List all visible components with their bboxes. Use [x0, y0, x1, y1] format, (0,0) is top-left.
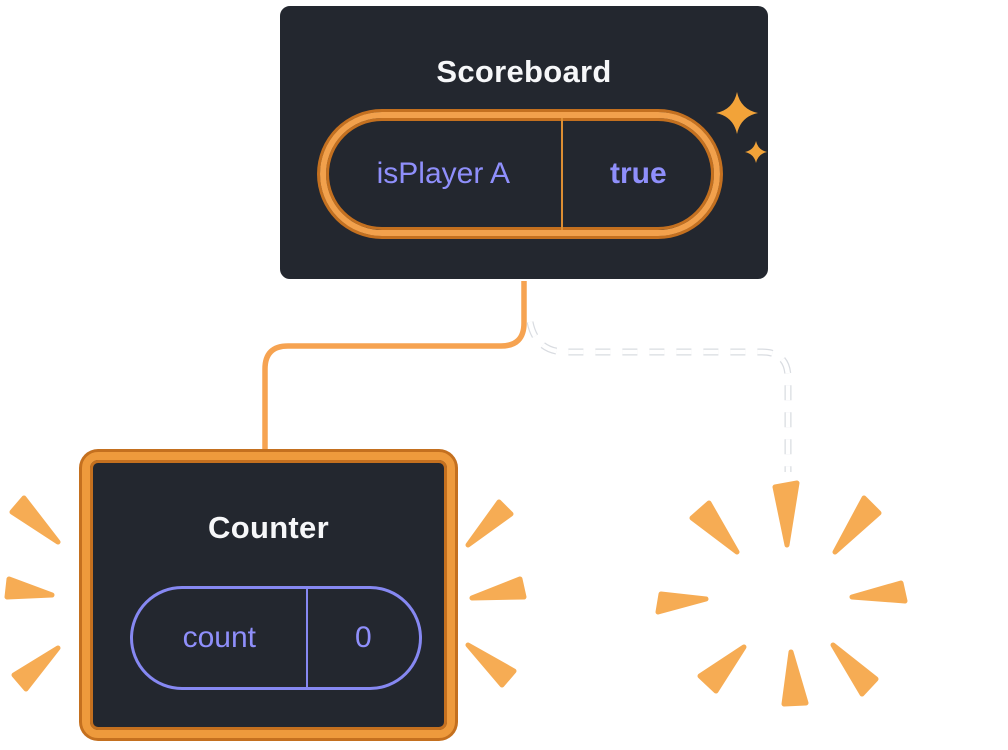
counter-state-pill: count 0 [130, 586, 422, 690]
counter-state-value: 0 [354, 621, 372, 654]
scoreboard-component: Scoreboard isPlayer A true [278, 4, 770, 281]
scoreboard-state-label: isPlayer A [376, 157, 510, 190]
poof-burst-icon [655, 480, 908, 707]
dashed-connector-line [527, 321, 791, 472]
scoreboard-state-pill: isPlayer A true [320, 112, 720, 236]
scoreboard-title: Scoreboard [436, 54, 612, 89]
counter-component: Counter count 0 [82, 452, 455, 738]
dashed-connector-outline [526, 321, 792, 472]
counter-title: Counter [208, 510, 329, 545]
scoreboard-state-value: true [609, 157, 667, 190]
counter-state-label: count [182, 621, 256, 654]
solid-connector-line [262, 275, 527, 459]
pill-divider [560, 118, 563, 230]
pill-divider [305, 589, 308, 687]
